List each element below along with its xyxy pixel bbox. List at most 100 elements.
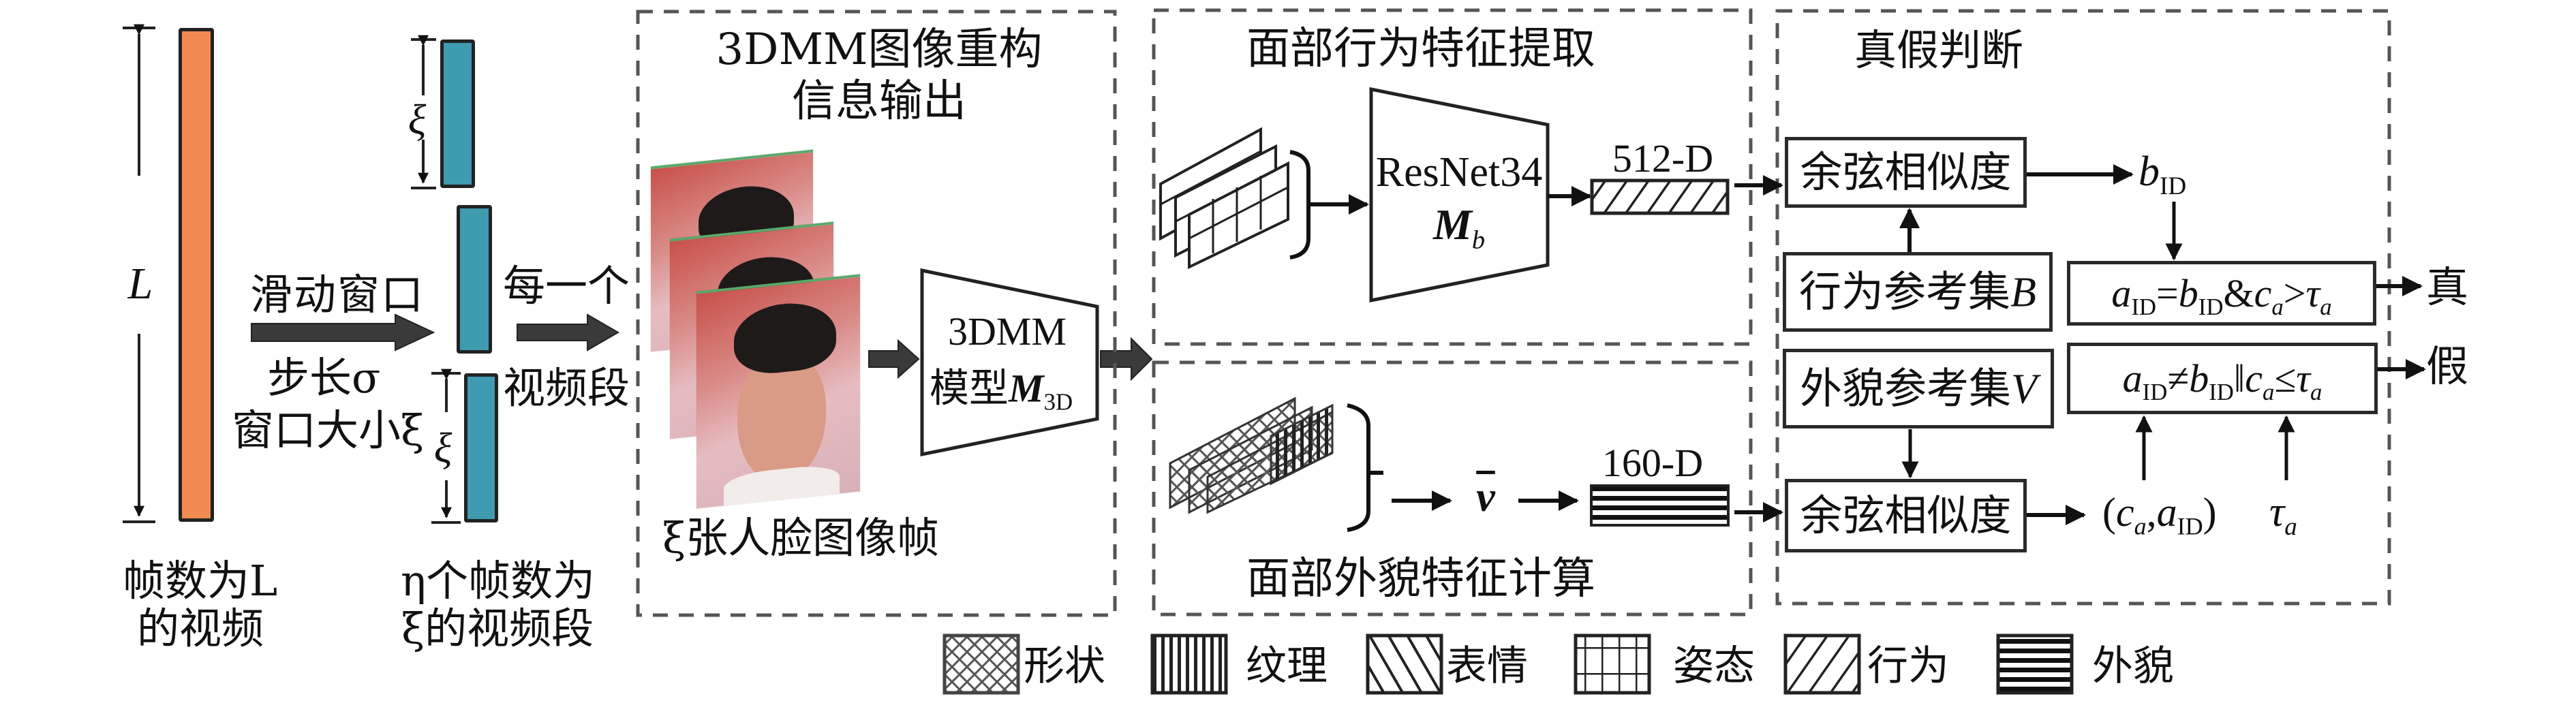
formula-token: a xyxy=(2284,513,2297,542)
behavior-brace xyxy=(1289,150,1310,260)
segments-caption-line1: η个帧数为 xyxy=(401,556,596,606)
legend-icon-backslash xyxy=(1366,634,1443,695)
decision-panel-title: 真假判断 xyxy=(1854,25,2024,75)
legend-label-pose: 姿态 xyxy=(1673,642,1755,690)
behavior-panel-border xyxy=(1152,8,1753,346)
frames-caption: ξ张人脸图像帧 xyxy=(662,513,940,563)
appearance-reference-symbol: V xyxy=(2011,366,2037,412)
formula-token: b xyxy=(2178,270,2198,315)
resnet-trapezoid xyxy=(1369,87,1550,303)
face-frame-3 xyxy=(696,274,860,509)
bid-label: bID xyxy=(2138,149,2186,199)
appearance-dim-label: 160-D xyxy=(1601,441,1704,485)
each-label: 每一个 xyxy=(503,261,630,311)
model-label-line2: 模型M3D xyxy=(930,366,1073,414)
window-size-label: 窗口大小ξ xyxy=(232,405,425,455)
legend-label-behavior: 行为 xyxy=(1867,642,1949,690)
mean-vector-letter: v xyxy=(1476,474,1495,520)
legend-label-appearance: 外貌 xyxy=(2092,642,2174,690)
behavior-dim-label: 512-D xyxy=(1612,136,1714,181)
formula-token: > xyxy=(2283,270,2306,315)
behavior-512d-vector xyxy=(1590,178,1730,215)
reconstruction-title-line2: 信息输出 xyxy=(792,76,966,127)
formula-token: b xyxy=(2189,356,2209,401)
formula-token: τ xyxy=(2305,270,2320,315)
legend-label-texture: 纹理 xyxy=(1246,642,1328,690)
model-label-prefix: 模型 xyxy=(930,364,1009,411)
model-output-arrow xyxy=(1100,337,1153,381)
appearance-160d-vector xyxy=(1590,484,1730,527)
formula-token: ID xyxy=(2177,512,2203,540)
appearance-reference-set-label: 外貌参考集V xyxy=(1800,366,2037,412)
appearance-reference-set-box: 外貌参考集V xyxy=(1783,349,2054,428)
segment-bar-2 xyxy=(457,205,492,354)
formula-token: a xyxy=(2320,293,2332,320)
formula-token: a xyxy=(2262,378,2275,405)
reconstruction-title-line1: 3DMM图像重构 xyxy=(716,25,1043,75)
frames-to-model-arrow xyxy=(868,339,920,379)
3dmm-model-trapezoid xyxy=(920,268,1099,457)
segment-bar-1 xyxy=(440,40,475,188)
sliding-window-arrow xyxy=(251,313,435,352)
length-label: L xyxy=(127,259,153,309)
resnet-symbol: Mb xyxy=(1432,200,1485,253)
formula-token: ≠ xyxy=(2167,356,2190,401)
appearance-panel-border xyxy=(1152,360,1753,616)
formula-token: ID xyxy=(2198,293,2224,320)
result-true-label: 真 xyxy=(2426,262,2469,312)
resnet-label: ResNet34 xyxy=(1375,149,1543,196)
formula-token: , xyxy=(2146,490,2157,535)
bid-subscript: ID xyxy=(2160,172,2187,201)
formula-token: & xyxy=(2223,270,2254,315)
formula-token: ID xyxy=(2209,378,2234,405)
formula-token: = xyxy=(2156,270,2179,315)
model-symbol: M xyxy=(1009,366,1044,411)
video-bar xyxy=(179,28,214,522)
true-condition-box: aID=bID&ca>τa xyxy=(2067,261,2376,326)
resnet-symbol-letter: M xyxy=(1432,200,1472,249)
step-label: 步长σ xyxy=(267,353,381,403)
formula-token: ≤ xyxy=(2274,356,2297,401)
formula-token: ) xyxy=(2203,490,2217,535)
legend-icon-horizontal-bold xyxy=(1996,634,2074,695)
model-label-line1: 3DMM xyxy=(947,309,1067,354)
segment-dimension-arrow-bottom xyxy=(431,369,461,524)
behavior-reference-text: 行为参考集 xyxy=(1799,266,2011,316)
legend-icon-forwardslash xyxy=(1783,634,1861,695)
cosine-similarity-label-2: 余弦相似度 xyxy=(1800,490,2012,540)
result-false-label: 假 xyxy=(2426,341,2469,391)
formula-token: a xyxy=(2271,293,2284,320)
video-caption-line1: 帧数为L xyxy=(123,556,278,606)
model-subscript: 3D xyxy=(1043,388,1073,416)
segments-caption-line2: ξ的视频段 xyxy=(401,604,594,653)
each-segment-arrow xyxy=(517,313,619,352)
formula-token: τ xyxy=(2296,356,2310,401)
formula-token: a xyxy=(2122,356,2143,401)
formula-token: a xyxy=(2156,490,2177,535)
formula-token: c xyxy=(2254,270,2272,315)
formula-token: a xyxy=(2111,270,2132,315)
length-dimension-arrow xyxy=(123,24,155,523)
decision-panel-border xyxy=(1775,9,2391,606)
behavior-feature-stack-icon xyxy=(1159,127,1289,270)
sliding-window-label: 滑动窗口 xyxy=(250,270,425,319)
formula-token: ID xyxy=(2142,378,2168,405)
reconstruction-panel-border xyxy=(636,10,1117,617)
formula-token: ( xyxy=(2102,490,2116,535)
segment-label: 视频段 xyxy=(503,363,630,413)
behavior-panel-title: 面部行为特征提取 xyxy=(1246,24,1595,74)
appearance-feature-stack-icon xyxy=(1169,396,1334,514)
segment-dimension-arrow-top xyxy=(411,35,436,189)
similarity-pair-label: (ca,aID) xyxy=(2102,490,2217,539)
false-condition-box: aID≠bID‖ca≤τa xyxy=(2067,343,2378,414)
formula-token: ‖ xyxy=(2233,356,2245,401)
appearance-reference-text: 外貌参考集 xyxy=(1800,363,2012,413)
segment-bar-3 xyxy=(464,373,498,522)
formula-token: c xyxy=(2115,490,2134,535)
segment-size-label-bottom: ξ xyxy=(433,425,453,471)
legend-icon-grid xyxy=(1574,634,1651,695)
bid-letter: b xyxy=(2138,149,2160,195)
legend-label-shape: 形状 xyxy=(1024,642,1105,690)
segment-size-label-top: ξ xyxy=(408,97,427,143)
